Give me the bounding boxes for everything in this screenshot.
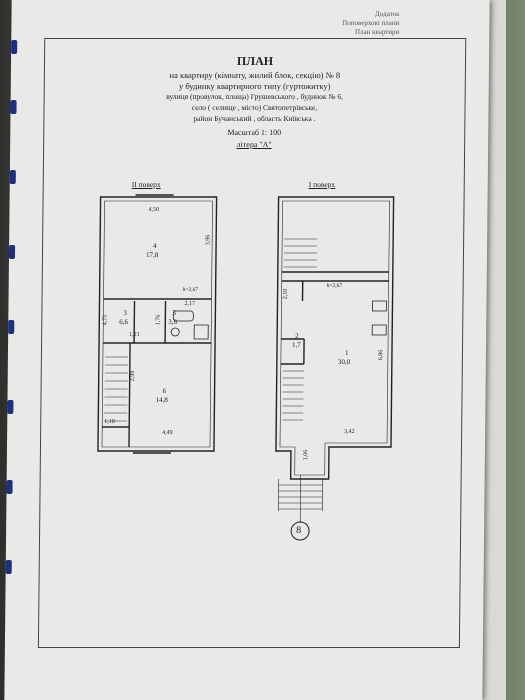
floor-plans-drawing	[97, 194, 395, 541]
room-number: 2	[295, 332, 299, 340]
room-number: 6	[162, 387, 167, 395]
apartment-marker-number: 8	[296, 525, 302, 536]
room-number: 3	[123, 309, 127, 317]
dimension-label: 6,86	[378, 349, 385, 361]
dimension-label: 1,06	[303, 449, 310, 461]
dimension-label: 2,17	[184, 301, 196, 307]
dimension-label: 2,99	[129, 370, 137, 382]
binder-ring	[8, 245, 16, 259]
plan-frame: ПЛАН на квартиру (кімнату, жилий блок, с…	[37, 38, 467, 648]
binder-ring	[9, 170, 16, 184]
height-label: h=2,67	[182, 287, 199, 293]
binder-ring	[6, 480, 13, 494]
second-floor-outline	[97, 196, 218, 452]
binder-ring	[8, 320, 15, 334]
binder-ring	[5, 560, 12, 574]
dimension-label: 1,21	[129, 332, 140, 338]
dimension-label: 1,76	[155, 314, 162, 326]
dimension-label: 3,42	[344, 429, 355, 435]
corner-note-line: План квартири	[354, 28, 400, 36]
room-area: 14,8	[155, 396, 168, 404]
binder-ring	[10, 100, 17, 114]
binder-ring	[7, 400, 14, 414]
corner-note: Додаток Поповерхові плани План квартири	[342, 10, 400, 37]
height-label: h=2,67	[326, 283, 343, 289]
binder-ring	[11, 40, 18, 54]
room-number: 5	[172, 309, 176, 317]
room-area: 3,8	[168, 318, 178, 326]
dimension-label: 4,49	[162, 430, 173, 436]
document-page: Додаток Поповерхові плани План квартири …	[4, 0, 490, 700]
room-number: 4	[153, 242, 157, 250]
dimension-label: 1,10	[104, 419, 115, 425]
room-area: 1,7	[292, 341, 301, 349]
apartment-marker-circle	[290, 521, 310, 541]
room-area: 17,8	[145, 251, 159, 259]
dimension-label: 4,50	[148, 207, 159, 213]
dimension-label: 4,75	[102, 314, 109, 326]
room-area: 30,0	[337, 358, 351, 366]
dimension-label: 3,96	[205, 234, 212, 246]
first-floor-outline	[275, 196, 395, 480]
corner-note-line: Поповерхові плани	[342, 19, 400, 27]
corner-note-line: Додаток	[375, 10, 400, 18]
dimension-label: 2,10	[282, 288, 289, 300]
room-number: 1	[344, 349, 349, 357]
room-area: 6,6	[119, 318, 129, 326]
